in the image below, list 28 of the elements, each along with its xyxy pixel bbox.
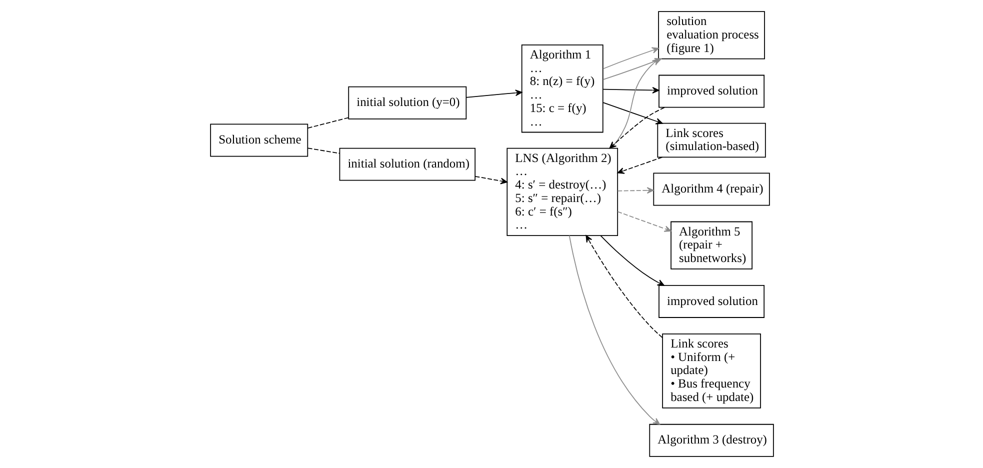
arrow [465,90,522,98]
arrow [602,102,662,124]
arrow [616,156,662,174]
arrow [585,235,662,338]
arrow [602,47,658,70]
node-box: solution evaluation process (figure 1) [658,11,764,60]
node-box: Algorithm 5 (repair + subnetworks) [670,221,752,270]
node-box: Algorithm 4 (repair) [652,172,770,206]
connector [307,148,340,154]
node-box: initial solution (y=0) [348,86,466,120]
connector [307,117,348,128]
arrow [602,86,659,94]
node-box: Algorithm 1 … 8: n(z) = f(y) … 15: c = f(y) … [520,44,603,133]
node-box: Solution scheme [210,124,308,157]
node-box: improved solution [658,74,764,108]
node-box: initial solution (random) [338,148,476,181]
node-box: improved solution [658,285,764,318]
arrow [600,235,664,286]
node-box: Algorithm 3 (destroy) [648,424,774,457]
node-box: Link scores • Uniform (+ update) • Bus frequency based (+ update) [662,334,760,408]
node-box: LNS (Algorithm 2) … 4: s′ = destroy(…) 5: s″ = repair(…) 6: c′ = f(s″) … [506,148,618,236]
arrow [616,211,671,232]
arrow [616,187,654,194]
arrow [610,58,659,149]
arrow [608,107,664,149]
arrow [568,235,660,425]
node-box: Link scores (simulation-based) [656,122,766,158]
arrow [474,176,507,184]
